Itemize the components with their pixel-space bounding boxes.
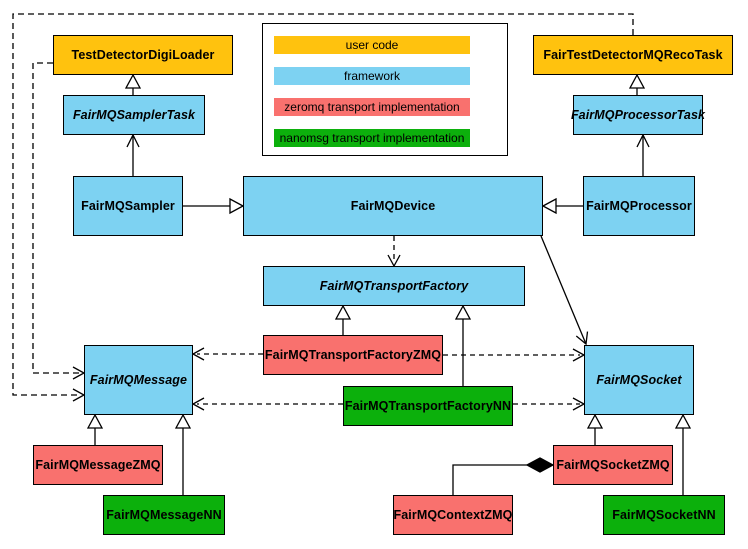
edge-inheritance-sampler-device: [183, 197, 245, 215]
edge-dependency-factorynn-message: [191, 397, 343, 411]
class-box-fairmqcontextzmq: FairMQContextZMQ: [393, 495, 513, 535]
class-box-fairmqtransportfactorynn: FairMQTransportFactoryNN: [343, 386, 513, 426]
class-box-fairmqdevice: FairMQDevice: [243, 176, 543, 236]
class-box-fairmqmessage: FairMQMessage: [84, 345, 193, 415]
edge-inheritance-messagezmq-message: [86, 413, 104, 445]
legend: user code framework zeromq transport imp…: [262, 23, 508, 156]
edge-inheritance-samplertask-digiloader: [124, 73, 142, 95]
class-box-fairtestdetectormqrecotask: FairTestDetectorMQRecoTask: [533, 35, 733, 75]
edge-inheritance-socketzmq-socket: [586, 413, 604, 445]
legend-item-zeromq: zeromq transport implementation: [274, 98, 470, 116]
edge-dependency-device-transportfactory: [387, 236, 401, 268]
edge-dependency-factorynn-socket: [513, 397, 586, 411]
class-box-fairmqtransportfactory: FairMQTransportFactory: [263, 266, 525, 306]
legend-item-user-code: user code: [274, 36, 470, 54]
edge-inheritance-socketnn-socket: [674, 413, 692, 495]
edge-association-processor-processortask: [636, 133, 650, 176]
edge-inheritance-messagenn-message: [174, 413, 192, 495]
edge-dependency-factoryzmq-socket: [443, 348, 586, 362]
legend-item-framework: framework: [274, 67, 470, 85]
edge-inheritance-factorynn-transportfactory: [454, 304, 472, 386]
edge-association-sampler-samplertask: [126, 133, 140, 176]
edge-dependency-factoryzmq-message: [191, 347, 263, 361]
edge-inheritance-processortask-recotask: [628, 73, 646, 95]
class-box-fairmqsocket: FairMQSocket: [584, 345, 694, 415]
class-box-fairmqmessagenn: FairMQMessageNN: [103, 495, 225, 535]
class-box-fairmqsampler: FairMQSampler: [73, 176, 183, 236]
class-box-fairmqtransportfactoryzmq: FairMQTransportFactoryZMQ: [263, 335, 443, 375]
class-box-fairmqsamplertask: FairMQSamplerTask: [63, 95, 205, 135]
class-box-fairmqprocessortask: FairMQProcessorTask: [571, 95, 705, 135]
edge-composition-socketzmq-contextzmq: [452, 457, 555, 495]
edge-inheritance-processor-device: [541, 197, 583, 215]
class-box-fairmqsocketzmq: FairMQSocketZMQ: [553, 445, 673, 485]
class-box-testdetectordigiloader: TestDetectorDigiLoader: [53, 35, 233, 75]
class-box-fairmqprocessor: FairMQProcessor: [583, 176, 695, 236]
legend-item-nanomsg: nanomsg transport implementation: [274, 129, 470, 147]
edge-inheritance-factoryzmq-transportfactory: [334, 304, 352, 335]
class-box-fairmqmessagezmq: FairMQMessageZMQ: [33, 445, 163, 485]
edge-association-device-socket: [540, 235, 589, 346]
class-box-fairmqsocketnn: FairMQSocketNN: [603, 495, 725, 535]
